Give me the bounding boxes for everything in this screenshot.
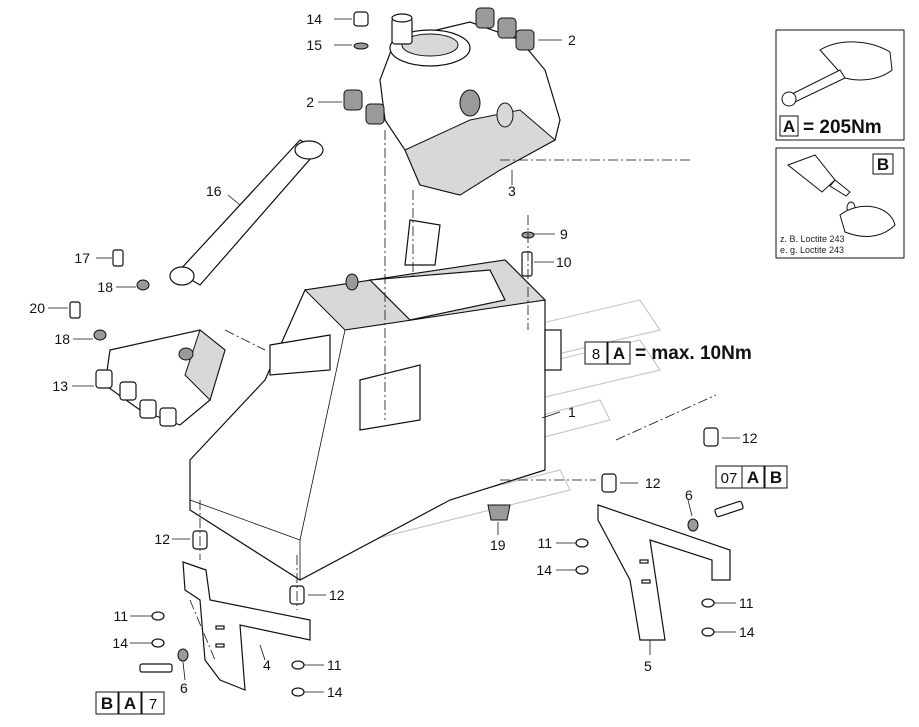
label-11-bottom: 11 — [327, 657, 342, 673]
label-12-mid: 12 — [645, 475, 661, 491]
callout-8a-torque: 8 A = max. 10Nm — [584, 341, 752, 365]
nut-14-top — [353, 11, 369, 50]
label-12-bottom: 12 — [329, 587, 345, 603]
label-14-right: 14 — [739, 624, 755, 640]
label-3: 3 — [508, 183, 516, 199]
label-4: 4 — [263, 657, 271, 673]
label-14-left: 14 — [112, 635, 128, 651]
tank-1 — [189, 219, 562, 581]
label-19: 19 — [490, 537, 506, 553]
loctite-bottle-icon — [786, 154, 896, 237]
label-18-top: 18 — [97, 279, 113, 295]
label-6-right: 6 — [685, 487, 693, 503]
label-10: 10 — [556, 254, 572, 270]
label-15: 15 — [306, 37, 322, 53]
assembly-axes — [189, 130, 717, 661]
label-12-right: 12 — [742, 430, 758, 446]
label-1: 1 — [568, 404, 576, 420]
callout-07-b: B — [770, 468, 782, 487]
callout-07-num: 07 — [721, 470, 738, 487]
torque-panel: A = 205Nm — [775, 29, 905, 141]
label-13: 13 — [52, 378, 68, 394]
valve-block-13 — [95, 329, 226, 427]
label-16: 16 — [206, 183, 222, 199]
leader-lines — [48, 18, 740, 693]
small-bolts — [69, 249, 150, 341]
label-11-right: 11 — [739, 595, 754, 611]
label-2-right: 2 — [568, 32, 576, 48]
callout-ba7-b: B — [101, 694, 113, 713]
callout-ba7-num: 7 — [149, 696, 157, 713]
callout-8a-num: 8 — [592, 346, 600, 363]
callout-07ab: 07 A B — [715, 465, 788, 489]
label-14-top: 14 — [306, 11, 322, 27]
label-17: 17 — [74, 250, 90, 266]
loctite-letter: B — [877, 155, 889, 174]
callout-8a-text: = max. 10Nm — [635, 343, 752, 364]
label-9: 9 — [560, 226, 568, 242]
torque-value: = 205Nm — [803, 117, 882, 138]
loctite-line-de: z. B. Loctite 243 — [780, 234, 845, 244]
label-6-left: 6 — [180, 680, 188, 696]
loctite-panel: B z. B. Loctite 243 e. g. Loctite 243 — [775, 147, 905, 259]
loctite-line-en: e. g. Loctite 243 — [780, 245, 844, 255]
pump-assembly — [379, 13, 561, 196]
label-2-left: 2 — [306, 94, 314, 110]
label-14-bottom: 14 — [327, 684, 343, 700]
label-11-mid: 11 — [537, 535, 552, 551]
label-14-mid: 14 — [536, 562, 552, 578]
label-11-left: 11 — [113, 608, 128, 624]
torque-letter: A — [783, 117, 795, 136]
callout-8a-letter: A — [613, 344, 625, 363]
callout-ba7-a: A — [124, 694, 136, 713]
hose-16 — [169, 139, 324, 286]
foot-19 — [487, 504, 511, 521]
bracket-4 — [182, 561, 311, 691]
wrench-hand-icon — [781, 41, 893, 107]
part-number-labels: 14 15 2 2 3 16 9 10 17 18 20 18 13 1 12 … — [29, 11, 757, 700]
label-12-left: 12 — [154, 531, 170, 547]
callout-07-a: A — [747, 468, 759, 487]
callout-ba7: B A 7 — [95, 691, 165, 715]
fittings-2 — [343, 7, 535, 125]
label-18-bottom: 18 — [54, 331, 70, 347]
bracket-5 — [597, 504, 731, 641]
label-20: 20 — [29, 300, 45, 316]
label-5: 5 — [644, 658, 652, 674]
